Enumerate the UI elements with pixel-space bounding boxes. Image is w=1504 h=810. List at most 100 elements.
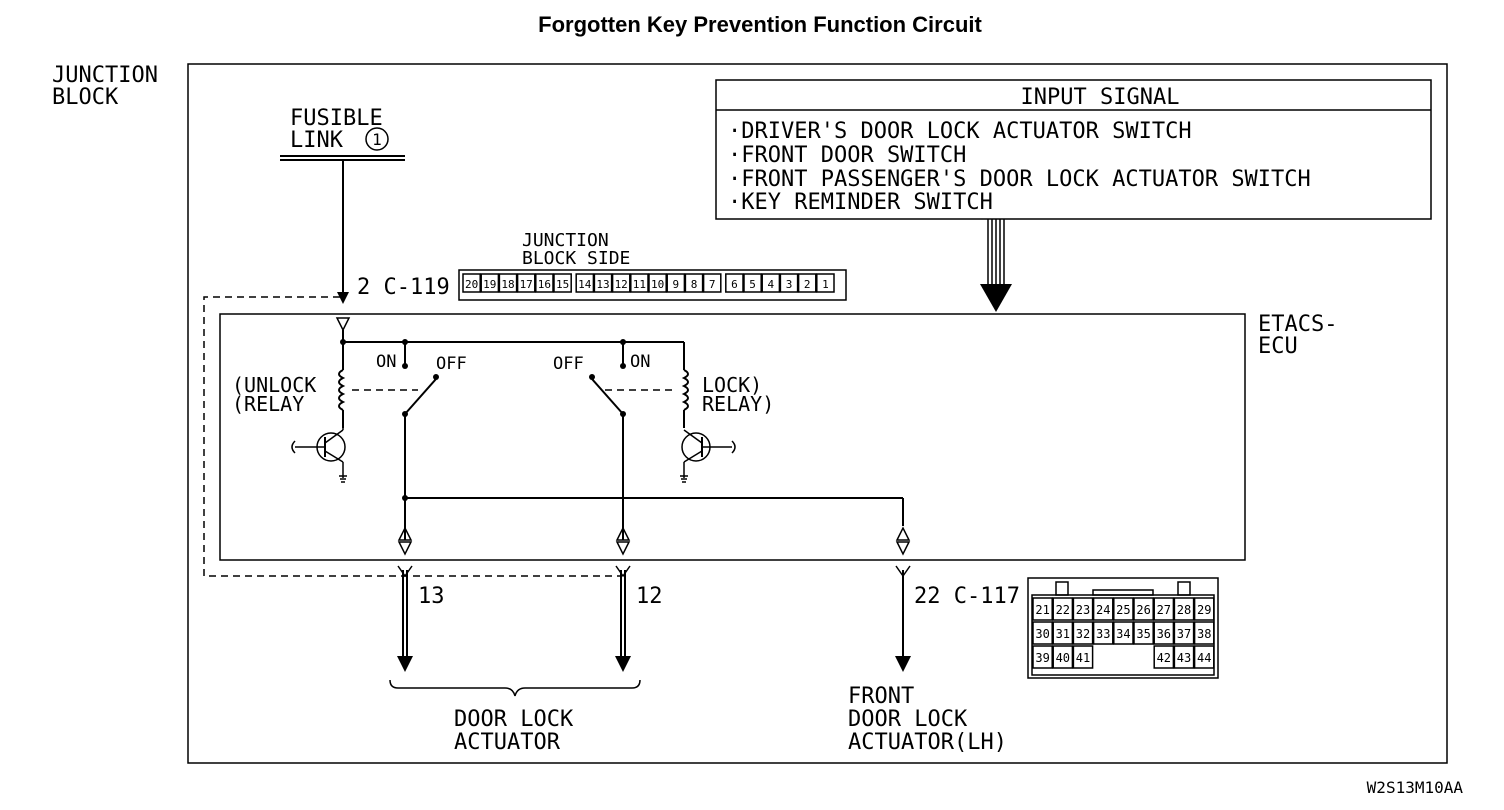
c117-pin-number: 24 (1096, 603, 1110, 617)
c117-pin-number: 32 (1076, 627, 1090, 641)
terminal-13-symbol (397, 526, 413, 556)
jb-pin-number: 19 (483, 278, 496, 291)
unlock-switch-off-label: OFF (436, 354, 467, 374)
c117-pin-cell (1153, 597, 1175, 621)
c117-pin-cell (1173, 621, 1195, 645)
diagram-title: Forgotten Key Prevention Function Circui… (538, 12, 982, 37)
junction-block-label-2: BLOCK (52, 85, 119, 110)
c117-pin-number: 33 (1096, 627, 1110, 641)
unlock-transistor (291, 428, 347, 483)
front-door-lock-label-1: FRONT (848, 684, 914, 709)
jb-pin-number: 17 (520, 278, 533, 291)
c117-pin-cell (1092, 621, 1114, 645)
c117-pin-number: 41 (1076, 651, 1090, 665)
input-signal-header: INPUT SIGNAL (1021, 85, 1180, 110)
terminal-12-label: 12 (636, 584, 663, 609)
c117-pin-cell (1032, 621, 1053, 645)
jb-pin-cell (666, 273, 686, 293)
lock-transistor (680, 429, 736, 483)
c117-pin-number: 43 (1177, 651, 1191, 665)
connector-c119-label: 2 C-119 (357, 275, 450, 300)
jb-pin-cell (725, 273, 744, 293)
jb-pin-cell (761, 273, 781, 293)
c117-pin-cell (1173, 597, 1195, 621)
c117-pin-cell (1052, 597, 1074, 621)
lock-switch-on-label: ON (630, 352, 650, 372)
jb-pin-number: 7 (709, 278, 716, 291)
fusible-link-label-2: LINK (290, 128, 344, 153)
jb-pin-cell (630, 273, 649, 293)
input-signal-box (715, 79, 1432, 220)
jb-pin-number: 16 (538, 278, 551, 291)
c117-pin-number: 22 (1056, 603, 1070, 617)
junction-block-label-1: JUNCTION (52, 63, 158, 88)
input-signal-item: ·FRONT DOOR SWITCH (728, 143, 966, 168)
jb-pin-number: 1 (822, 278, 829, 291)
jb-pin-cell (743, 273, 762, 293)
jb-pin-number: 4 (767, 278, 774, 291)
jb-pin-cell (535, 273, 554, 293)
fusible-link-arrow (337, 292, 349, 304)
lock-switch-off-label: OFF (553, 354, 584, 374)
jb-pin-cell (462, 273, 481, 293)
input-signal-item: ·FRONT PASSENGER'S DOOR LOCK ACTUATOR SW… (728, 167, 1311, 192)
jb-pin-number: 11 (633, 278, 646, 291)
c117-pin-cell (1153, 645, 1175, 669)
unlock-relay-coil (338, 369, 346, 428)
jb-pin-number: 5 (749, 278, 756, 291)
jb-pin-cell (779, 273, 799, 293)
terminal-13-label: 13 (418, 584, 445, 609)
c117-pin-number: 44 (1197, 651, 1211, 665)
connector-c117-label: 22 C-117 (914, 584, 1020, 609)
c117-pin-cell (1133, 621, 1154, 645)
jb-pin-number: 10 (651, 278, 664, 291)
c117-pin-number: 35 (1136, 627, 1150, 641)
lock-relay-label-2: RELAY) (702, 392, 774, 416)
c117-pin-cell (1153, 621, 1175, 645)
c117-pin-cell (1193, 645, 1215, 669)
c117-pin-cell (1032, 645, 1053, 669)
unlock-relay-switch (404, 378, 437, 415)
jb-pin-cell (480, 273, 500, 293)
c117-pin-cell (1113, 621, 1134, 645)
front-door-lock-label-3: ACTUATOR(LH) (848, 730, 1007, 755)
ecu-input-terminal (335, 317, 351, 332)
jb-pin-number: 12 (615, 278, 628, 291)
jb-pin-number: 2 (804, 278, 811, 291)
c117-pin-number: 25 (1116, 603, 1130, 617)
unlock-switch-on-label: ON (376, 352, 396, 372)
c117-pin-cell (1133, 597, 1154, 621)
jb-pin-number: 14 (578, 278, 592, 291)
wire-22 (895, 565, 911, 672)
dashed-wire (203, 296, 620, 577)
jb-pin-number: 18 (501, 278, 514, 291)
c117-pin-cell (1052, 621, 1074, 645)
c117-pin-number: 34 (1116, 627, 1130, 641)
input-signal-item: ·DRIVER'S DOOR LOCK ACTUATOR SWITCH (728, 119, 1192, 144)
input-signal-bus-arrow (980, 219, 1012, 312)
c117-pin-number: 27 (1157, 603, 1171, 617)
jb-pin-cell (684, 273, 704, 293)
junction-block-frame (187, 63, 1448, 764)
front-door-lock-label-2: DOOR LOCK (848, 707, 968, 732)
c117-pin-number: 36 (1157, 627, 1171, 641)
jb-pin-number: 8 (691, 278, 698, 291)
jb-side-label-1: JUNCTION (522, 230, 609, 251)
fusible-link-label-1: FUSIBLE (290, 106, 383, 131)
jb-pin-number: 13 (596, 278, 609, 291)
terminal-12-symbol (615, 526, 631, 556)
door-lock-actuator-label-1: DOOR LOCK (454, 707, 574, 732)
wire-12 (615, 565, 631, 672)
jb-pin-cell (797, 273, 817, 293)
input-signal-item: ·KEY REMINDER SWITCH (728, 190, 993, 215)
unlock-relay-label-1: (UNLOCK (232, 373, 316, 397)
jb-pin-number: 20 (465, 278, 478, 291)
jb-pin-number: 15 (556, 278, 569, 291)
jb-pin-cell (702, 273, 722, 293)
c117-pin-cell (1173, 645, 1195, 669)
c117-pin-cell (1193, 621, 1215, 645)
jb-pin-cell (648, 273, 667, 293)
jb-pin-number: 9 (672, 278, 679, 291)
c117-pin-number: 21 (1035, 603, 1049, 617)
